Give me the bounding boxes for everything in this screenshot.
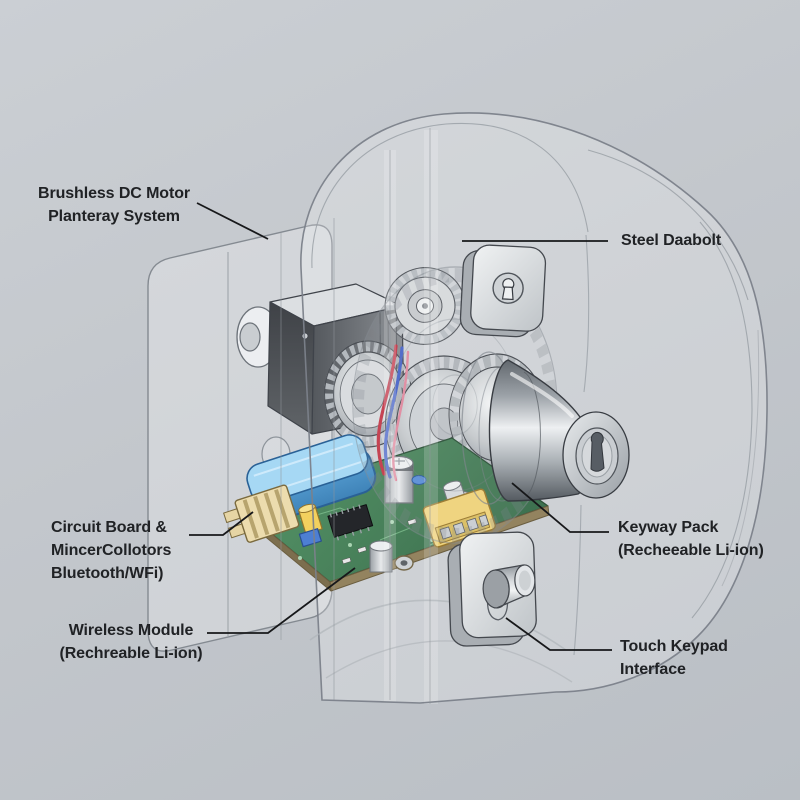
- label-wireless-module: Wireless Module (Rechreable Li-ion): [40, 619, 222, 665]
- deadbolt-cylinder: [461, 351, 630, 505]
- keyhole-icon: [501, 278, 515, 301]
- capacitor-small: [369, 540, 393, 573]
- wire-blue: [383, 346, 404, 479]
- yellow-terminal-block: [422, 480, 497, 548]
- label-line: Wireless Module: [68, 622, 194, 639]
- circuit-board: [223, 434, 550, 592]
- label-brushless-dc-motor: Brushless DC Motor Planteray System: [30, 182, 198, 228]
- tact-switch: [298, 528, 322, 548]
- wire-pink: [392, 350, 410, 482]
- label-line: Interface: [620, 661, 686, 678]
- keyhole-plate: [459, 244, 547, 338]
- keypad-plate: [447, 531, 537, 647]
- label-line: Keyway Pack: [618, 519, 719, 536]
- label-keyway-pack: Keyway Pack (Recheeable Li-ion): [618, 516, 764, 562]
- label-steel-deadbolt: Steel Daabolt: [621, 229, 721, 252]
- mount-hole: [394, 555, 414, 571]
- leader-keypad: [505, 617, 612, 651]
- label-line: Circuit Board &: [51, 519, 167, 536]
- keyway-icon: [590, 431, 605, 472]
- leader-wireless: [207, 567, 356, 634]
- label-line: Planteray System: [48, 208, 180, 225]
- ic-chip: [327, 504, 374, 541]
- label-line: (Recheeable Li-ion): [618, 542, 764, 559]
- motor-shaft-end: [239, 322, 261, 352]
- leader-circuit: [189, 511, 254, 536]
- label-line: Brushless DC Motor: [38, 185, 190, 202]
- yellow-capacitor: [298, 503, 323, 535]
- blue-disc-capacitor-2: [411, 475, 427, 485]
- label-line: Touch Keypad: [620, 638, 728, 655]
- leader-keyway: [511, 482, 609, 533]
- wire-red: [376, 344, 398, 476]
- leader-lines: [189, 202, 612, 651]
- label-line: MincerCollotors: [51, 542, 172, 559]
- label-circuit-board: Circuit Board & MincerCollotors Bluetoot…: [51, 516, 171, 585]
- housing-outline: [280, 112, 768, 704]
- label-line: Bluetooth/WFi): [51, 565, 164, 582]
- label-line: (Rechreable Li-ion): [59, 645, 203, 662]
- motor-output-gear: [324, 340, 412, 448]
- label-touch-keypad: Touch Keypad Interface: [620, 635, 728, 681]
- leader-motor: [196, 202, 269, 240]
- wiring: [376, 344, 410, 482]
- label-line: Steel Daabolt: [621, 232, 722, 249]
